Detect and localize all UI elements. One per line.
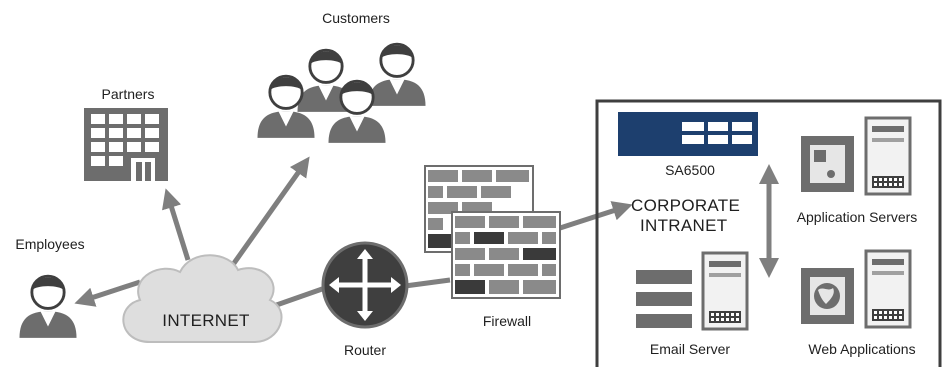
web-applications-label: Web Applications [808, 341, 916, 357]
firewall-label: Firewall [482, 313, 532, 329]
internet-label: INTERNET [162, 311, 250, 330]
router-label: Router [343, 342, 387, 358]
link-router-firewall [404, 277, 451, 289]
arrow-internet-to-partners [162, 188, 191, 261]
router-icon [321, 241, 409, 329]
corporate-intranet-line1: CORPORATE [631, 196, 741, 215]
arrow-firewall-to-intranet [559, 201, 633, 231]
partners-label: Partners [101, 86, 155, 102]
email-server-icon [636, 251, 749, 331]
email-server-label: Email Server [649, 341, 731, 357]
intranet-frame [595, 99, 942, 367]
partners-building-icon [84, 108, 168, 181]
arrow-internet-to-customers [229, 156, 310, 268]
employees-label: Employees [15, 236, 85, 252]
arrow-internet-to-employees [74, 279, 141, 307]
sa6500-device-icon [618, 112, 758, 156]
firewall-icon [424, 165, 561, 299]
application-servers-icon [801, 116, 912, 196]
application-servers-label: Application Servers [796, 209, 918, 225]
web-applications-icon [801, 249, 912, 329]
corporate-intranet-line2: INTRANET [640, 216, 728, 235]
employee-icon [18, 274, 78, 340]
sa6500-label: SA6500 [665, 162, 715, 178]
internet-cloud-icon [122, 254, 283, 343]
customers-icon [256, 42, 427, 145]
customers-label: Customers [322, 10, 390, 26]
